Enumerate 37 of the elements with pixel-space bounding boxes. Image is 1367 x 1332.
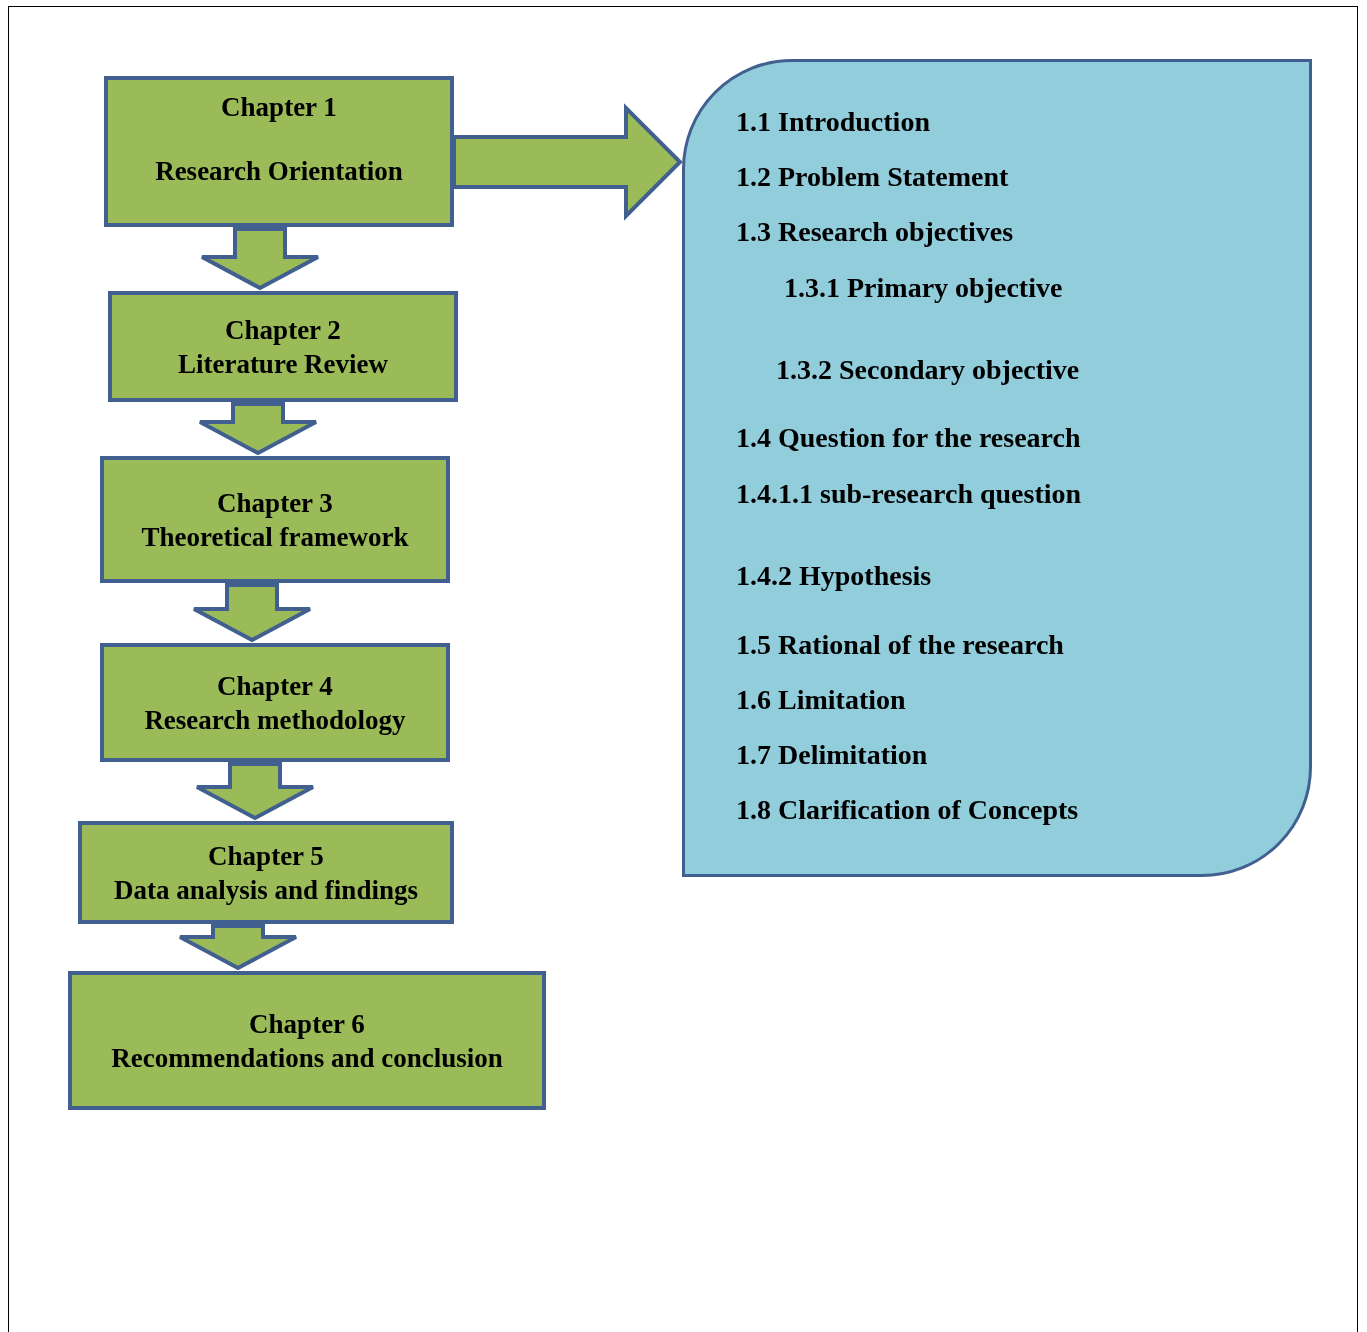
chapter-title: Research Orientation [155,155,403,188]
chapter-number: Chapter 2 [225,313,341,347]
section-item: 1.2 Problem Statement [736,161,1009,193]
chapter-title: Literature Review [177,347,389,381]
block-arrow [178,924,298,971]
section-item: 1.3 Research objectives [736,216,1014,248]
chapter-box [78,821,454,924]
chapter-box [100,643,450,762]
section-item: 1.4 Question for the research [736,422,1081,454]
section-item: 1.3.2 Secondary objective [776,354,1080,386]
chapter-number: Chapter 6 [249,1007,365,1041]
chapter-number: Chapter 3 [217,486,333,520]
chapter-number: Chapter 5 [208,839,324,873]
chapter-box [104,76,454,227]
section-item: 1.4.2 Hypothesis [736,560,932,592]
section-item: 1.8 Clarification of Concepts [736,794,1079,826]
section-item: 1.4.1.1 sub-research question [736,478,1082,510]
block-arrow [200,227,320,291]
section-item: 1.1 Introduction [736,106,930,138]
block-arrow [192,583,312,643]
section-item: 1.5 Rational of the research [736,629,1064,661]
chapter-box [68,971,546,1110]
block-arrow [195,762,315,821]
chapter-number: Chapter 4 [217,669,333,703]
section-item: 1.7 Delimitation [736,739,928,771]
chapter-title: Theoretical framework [141,520,409,554]
section-panel [682,59,1312,877]
chapter-title: Research methodology [144,703,406,737]
chapter-title: Data analysis and findings [114,873,418,907]
block-arrow [452,103,683,221]
section-item: 1.6 Limitation [736,684,906,716]
chapter-box [100,456,450,583]
chapter-number: Chapter 1 [221,91,337,124]
block-arrow [198,402,318,456]
section-item: 1.3.1 Primary objective [784,272,1063,304]
chapter-title: Recommendations and conclusion [111,1041,503,1075]
chapter-box [108,291,458,402]
